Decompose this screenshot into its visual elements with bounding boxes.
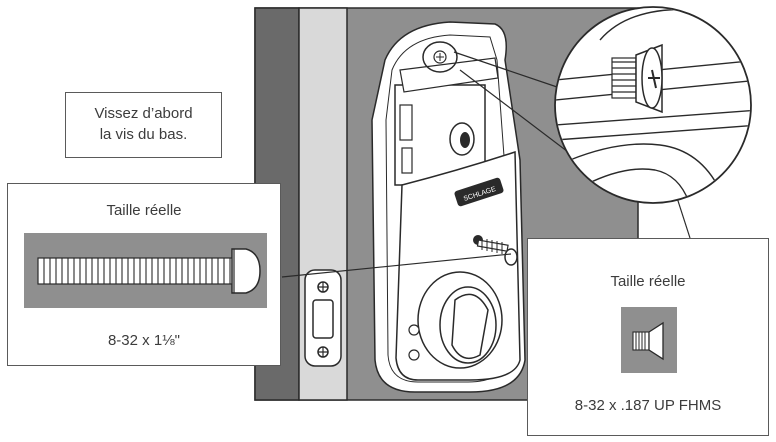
bolt-size-label: 8-32 x 1⅛" — [107, 332, 181, 349]
bolt-size-callout: Taille réelle 8-32 x 1⅛" — [7, 183, 281, 366]
instruction-line-1: Vissez d’abord — [94, 105, 193, 122]
screw-illustration-panel — [621, 307, 677, 373]
mounting-bolt — [476, 238, 518, 266]
deadbolt-body: SCHLAGE — [371, 21, 526, 393]
top-screw-leader — [453, 51, 561, 89]
screw-callout-title: Taille réelle — [610, 273, 686, 290]
magnified-screw-view — [554, 6, 752, 204]
bolt-actual-size-icon — [37, 248, 261, 294]
screw-size-callout: Taille réelle 8-32 x .187 UP FHMS — [527, 238, 769, 436]
bolt-callout-title: Taille réelle — [106, 202, 182, 219]
screw-size-label: 8-32 x .187 UP FHMS — [574, 397, 722, 414]
instruction-box: Vissez d’abord la vis du bas. — [65, 92, 222, 158]
top-screw-location — [422, 41, 458, 73]
bolt-illustration-panel — [24, 233, 267, 308]
strike-plate — [304, 269, 342, 367]
bolt-leader — [281, 253, 512, 278]
screw-actual-size-icon — [632, 321, 664, 361]
instruction-line-2: la vis du bas. — [99, 126, 188, 143]
